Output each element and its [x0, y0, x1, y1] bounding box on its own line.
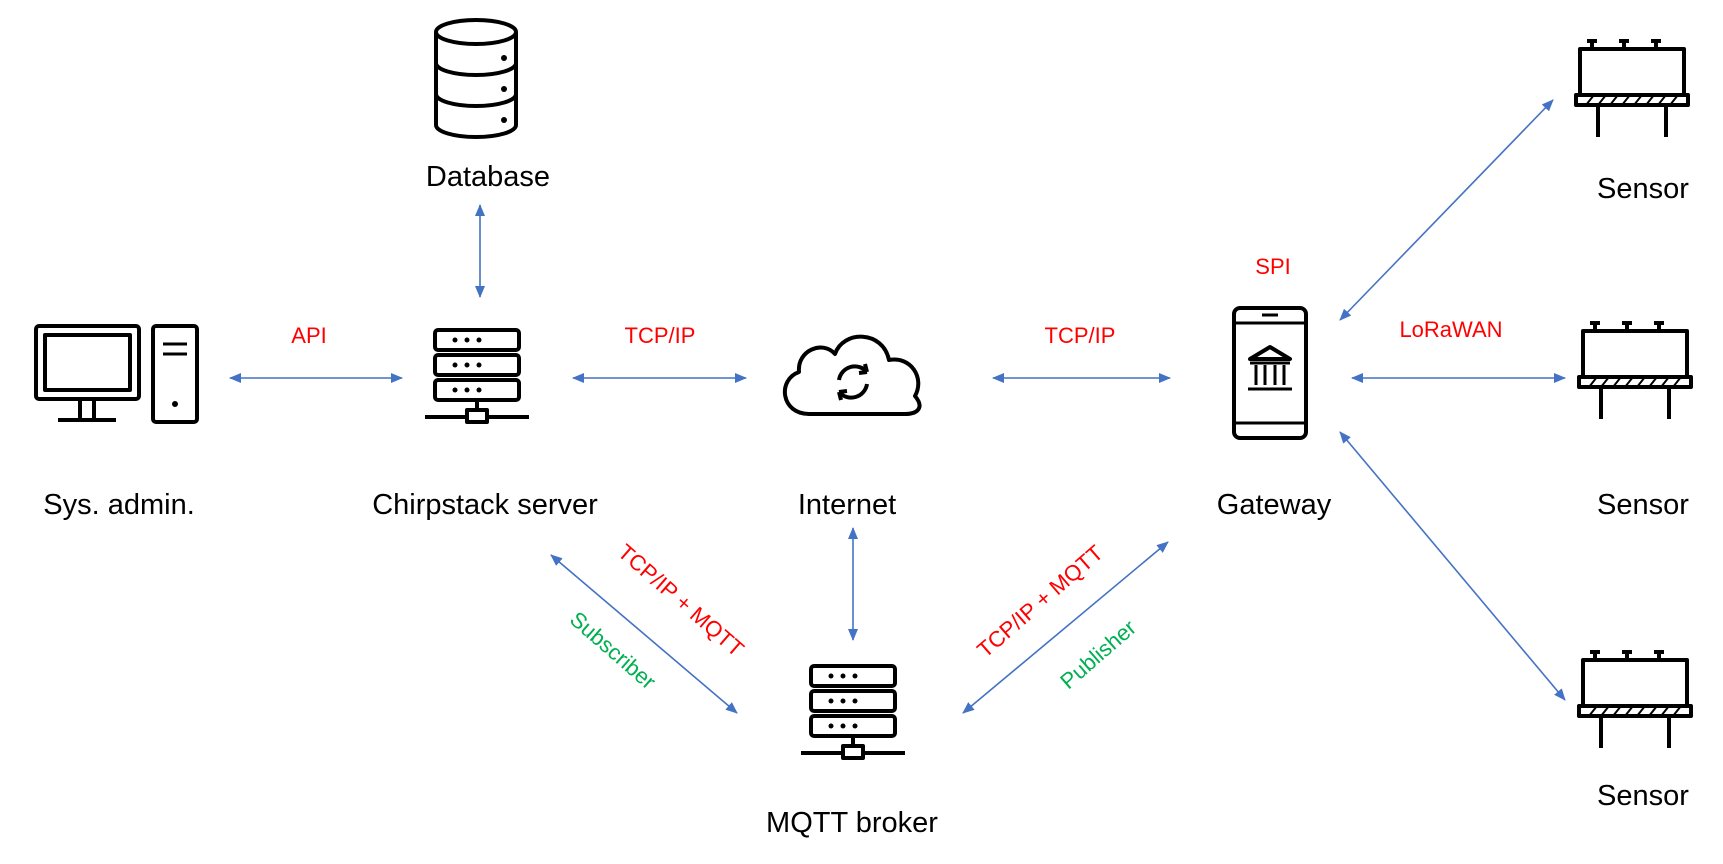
tcpip-mqtt-left-label: TCP/IP + MQTT: [613, 539, 749, 661]
subscriber-label: Subscriber: [565, 606, 661, 694]
link-gateway-sensor-top: [1339, 99, 1554, 321]
database-label: Database: [426, 161, 550, 193]
sensor-icon-bottom: [1577, 650, 1693, 750]
link-gateway-sensor-bottom: [1339, 431, 1566, 701]
gateway-label: Gateway: [1217, 489, 1332, 521]
spi-label: SPI: [1255, 254, 1290, 279]
sensor-icon-mid: [1577, 321, 1693, 421]
publisher-label: Publisher: [1055, 615, 1141, 694]
mqtt-broker-server-icon: [799, 664, 907, 760]
sensor-bottom-label: Sensor: [1597, 780, 1689, 812]
mqtt-broker-label: MQTT broker: [766, 807, 938, 839]
tcpip-right-label: TCP/IP: [1045, 323, 1116, 348]
chirpstack-label: Chirpstack server: [372, 489, 598, 521]
sensor-top-label: Sensor: [1597, 173, 1689, 205]
desktop-computer-icon: [34, 324, 199, 424]
tcpip-left-label: TCP/IP: [625, 323, 696, 348]
api-label: API: [291, 323, 326, 348]
tcpip-mqtt-right-label: TCP/IP + MQTT: [972, 540, 1108, 662]
link-chirpstack-mqtt: [550, 554, 738, 714]
chirpstack-server-icon: [423, 328, 531, 424]
cloud-sync-icon: [782, 334, 922, 416]
internet-label: Internet: [798, 489, 896, 521]
gateway-device-icon: [1232, 306, 1308, 440]
sys-admin-label: Sys. admin.: [43, 489, 195, 521]
sensor-icon-top: [1574, 39, 1690, 139]
link-gateway-mqtt: [962, 541, 1169, 714]
database-icon: [434, 18, 518, 139]
sensor-mid-label: Sensor: [1597, 489, 1689, 521]
lorawan-label: LoRaWAN: [1399, 317, 1502, 342]
